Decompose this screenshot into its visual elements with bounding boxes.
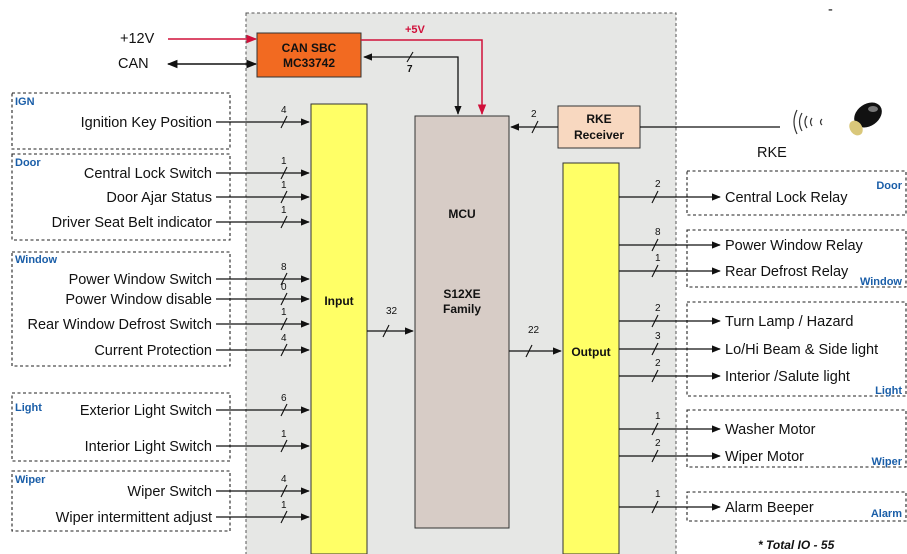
input-bus-width: 1 (281, 180, 287, 191)
out-group-label-wiper: Wiper (872, 456, 903, 468)
input-bus-width: 4 (281, 105, 287, 116)
input-bus-width: 8 (281, 262, 287, 273)
output-signal-label: Power Window Relay (725, 238, 864, 254)
output-bus-width: 2 (655, 438, 661, 449)
input-signal-label: Rear Window Defrost Switch (27, 317, 212, 333)
input-bus-width: 1 (281, 429, 287, 440)
rke-fob-label: RKE (757, 145, 787, 161)
output-signal-label: Washer Motor (725, 422, 816, 438)
sbc-bus-width: 7 (407, 64, 413, 75)
input-block: Input (311, 104, 367, 554)
key-fob-icon (794, 97, 887, 138)
rke-bus-width: 2 (531, 109, 537, 120)
input-bus-width: 32 (386, 306, 398, 317)
input-bus-width: 1 (281, 205, 287, 216)
output-signal-label: Interior /Salute light (725, 369, 850, 385)
group-label-ign: IGN (15, 96, 35, 108)
rke-title: RKE (586, 112, 611, 126)
out-group-label-door: Door (876, 180, 902, 192)
total-io-label: * Total IO - 55 (758, 538, 835, 552)
rke-receiver-block: RKE Receiver (558, 106, 640, 148)
out-group-label-window: Window (860, 276, 902, 288)
v12-label: +12V (120, 31, 155, 47)
output-bus-width: 1 (655, 489, 661, 500)
input-bus-width: 4 (281, 333, 287, 344)
corner-glyph: - (828, 2, 833, 18)
out-group-label-light: Light (875, 385, 902, 397)
input-signal-label: Ignition Key Position (81, 115, 212, 131)
output-bus-width: 2 (655, 358, 661, 369)
can-sbc-title: CAN SBC (282, 41, 337, 55)
input-bus-width: 1 (281, 156, 287, 167)
group-label-wiper: Wiper (15, 474, 46, 486)
mcu-family-line1: S12XE (443, 287, 480, 301)
group-label-window: Window (15, 254, 57, 266)
output-bus-width: 22 (528, 325, 540, 336)
output-signal-label: Turn Lamp / Hazard (725, 314, 853, 330)
output-bus-width: 2 (655, 179, 661, 190)
out-group-label-alarm: Alarm (871, 508, 902, 520)
output-signal-label: Wiper Motor (725, 449, 804, 465)
output-label: Output (571, 345, 610, 359)
output-signal-label: Rear Defrost Relay (725, 264, 849, 280)
input-signal-label: Power Window Switch (69, 272, 212, 288)
mcu-family-line2: Family (443, 302, 481, 316)
v5-label: +5V (405, 24, 426, 36)
mcu-title: MCU (448, 207, 475, 221)
input-bus-width: 1 (281, 307, 287, 318)
output-signal-label: Central Lock Relay (725, 190, 848, 206)
can-sbc-block: CAN SBC MC33742 (257, 33, 361, 77)
input-signal-label: Current Protection (94, 343, 212, 359)
input-bus-width: 0 (281, 282, 287, 293)
input-bus-width: 1 (281, 500, 287, 511)
output-bus-width: 1 (655, 253, 661, 264)
input-signal-label: Wiper Switch (127, 484, 212, 500)
input-label: Input (324, 294, 353, 308)
input-bus-width: 4 (281, 474, 287, 485)
input-signal-label: Power Window disable (65, 292, 212, 308)
can-label: CAN (118, 56, 149, 72)
output-bus-width: 1 (655, 411, 661, 422)
output-bus-width: 3 (655, 331, 661, 342)
rke-receiver-label: Receiver (574, 128, 624, 142)
can-sbc-part: MC33742 (283, 56, 335, 70)
output-bus-width: 8 (655, 227, 661, 238)
output-block: Output (563, 163, 619, 554)
input-signal-label: Driver Seat Belt indicator (52, 215, 213, 231)
input-signal-label: Interior Light Switch (85, 439, 212, 455)
input-signal-label: Wiper intermittent adjust (56, 510, 212, 526)
output-bus-width: 2 (655, 303, 661, 314)
input-signal-label: Exterior Light Switch (80, 403, 212, 419)
output-signal-label: Lo/Hi Beam & Side light (725, 342, 878, 358)
input-signal-label: Door Ajar Status (106, 190, 212, 206)
group-label-door: Door (15, 157, 41, 169)
input-signal-label: Central Lock Switch (84, 166, 212, 182)
group-label-light: Light (15, 402, 42, 414)
mcu-block: MCU S12XE Family (415, 116, 509, 528)
input-bus-width: 6 (281, 393, 287, 404)
output-signal-label: Alarm Beeper (725, 500, 814, 516)
